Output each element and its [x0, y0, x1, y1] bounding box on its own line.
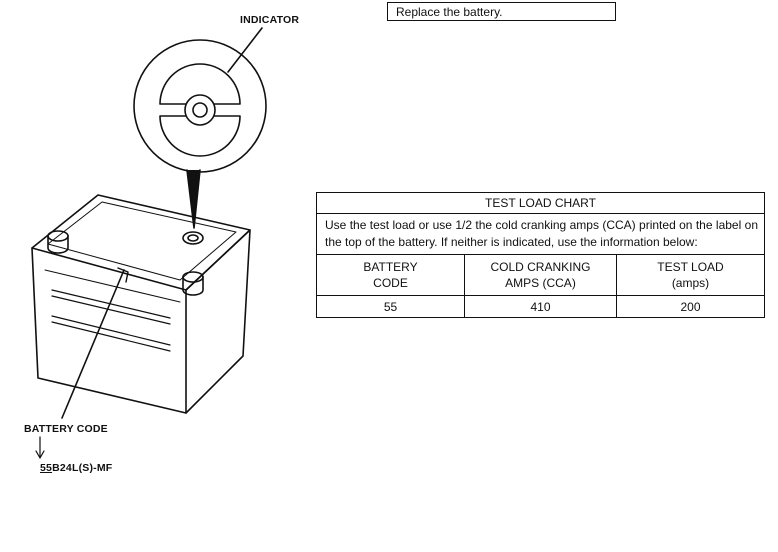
battery-front-face: [31, 247, 187, 414]
indicator-center-dot: [192, 102, 208, 118]
terminal-right-body: [182, 276, 204, 296]
battery-illustration: INDICATOR BATTERY CODE 55B24L(S)-MF: [0, 0, 320, 547]
cell-test-load: 200: [615, 295, 764, 317]
battery-code-prefix: 55: [40, 462, 53, 474]
col-test-load: TEST LOAD (amps): [615, 254, 764, 296]
cell-cca: 410: [464, 295, 617, 317]
indicator-label: INDICATOR: [240, 14, 300, 26]
battery-drawing: [31, 27, 267, 459]
indicator-center-ring: [184, 94, 216, 126]
battery-top-face: [31, 194, 251, 291]
chart-title: TEST LOAD CHART: [317, 193, 764, 214]
indicator-leader-line: [227, 27, 263, 73]
battery-code-value: 55B24L(S)-MF: [40, 462, 112, 474]
battery-indicator-eye: [182, 231, 204, 245]
battery-code-leader: [61, 269, 125, 419]
table-row: 55 410 200: [317, 295, 764, 317]
col-cold-cranking-amps: COLD CRANKING AMPS (CCA): [464, 254, 617, 296]
indicator-lower-half: [159, 115, 241, 157]
battery-top-rim: [47, 201, 237, 281]
indicator-pointer: [186, 169, 201, 229]
terminal-left-body: [47, 235, 69, 254]
indicator-upper-half: [159, 63, 241, 105]
battery-right-face: [185, 229, 251, 414]
chart-instructions: Use the test load or use 1/2 the cold cr…: [325, 218, 758, 249]
battery-code-label: BATTERY CODE: [24, 423, 108, 435]
table-header-row: BATTERY CODE COLD CRANKING AMPS (CCA) TE…: [317, 254, 764, 296]
test-load-chart: TEST LOAD CHART Use the test load or use…: [316, 192, 765, 318]
chart-table: BATTERY CODE COLD CRANKING AMPS (CCA) TE…: [317, 254, 764, 317]
cell-battery-code: 55: [317, 295, 465, 317]
replace-battery-note: Replace the battery.: [387, 2, 616, 21]
col-battery-code: BATTERY CODE: [317, 254, 465, 296]
battery-code-suffix: B24L(S)-MF: [52, 462, 113, 474]
